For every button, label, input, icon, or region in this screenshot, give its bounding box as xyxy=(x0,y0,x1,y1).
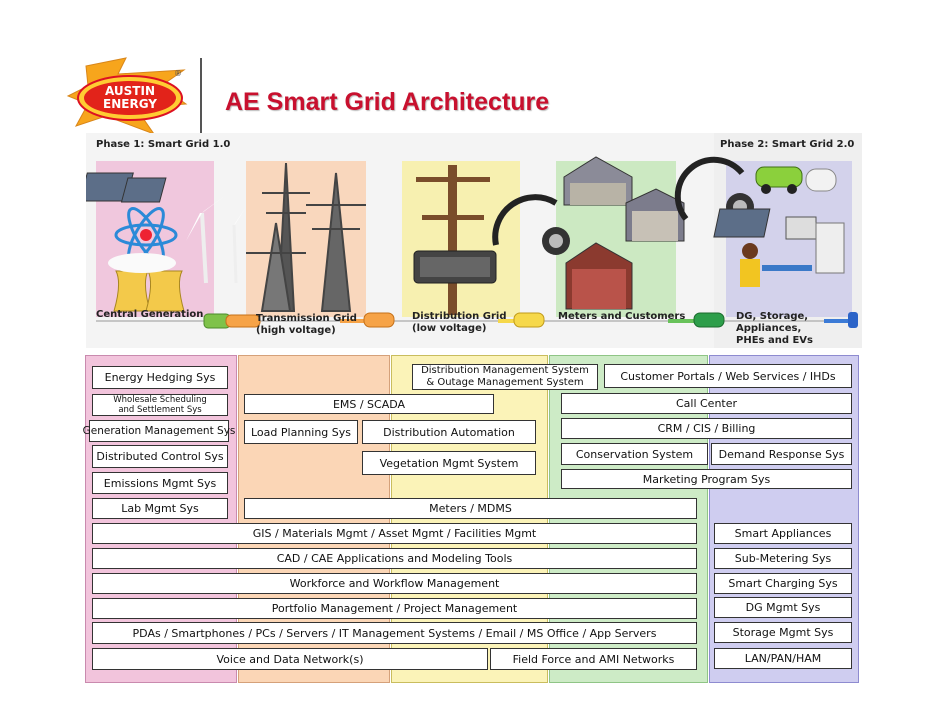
title-part-1: AE Smart Grid xyxy=(225,88,402,116)
dg-storage-label: DG, Storage, Appliances, PHEs and EVs xyxy=(736,311,813,347)
distribution-label-line1: Distribution Grid xyxy=(412,311,507,322)
wind-turbine-icon xyxy=(186,195,246,284)
energy-hedging-box: Energy Hedging Sys xyxy=(92,366,228,389)
call-center-box: Call Center xyxy=(561,393,852,414)
customer-portals-box: Customer Portals / Web Services / IHDs xyxy=(604,364,852,388)
logo-text-energy: ENERGY xyxy=(103,97,157,111)
dms-oms-box: Distribution Management System& Outage M… xyxy=(412,364,598,390)
distribution-label-line2: (low voltage) xyxy=(412,323,487,334)
gis-materials-box: GIS / Materials Mgmt / Asset Mgmt / Faci… xyxy=(92,523,697,544)
logo-text-austin: AUSTIN xyxy=(105,84,155,98)
logo-registered-mark: ® xyxy=(174,69,182,78)
cooling-tower-icon xyxy=(108,253,185,312)
crm-cis-billing-box: CRM / CIS / Billing xyxy=(561,418,852,439)
electric-vehicle-icon xyxy=(755,166,837,194)
dms-line1: Distribution Management System xyxy=(421,365,589,376)
field-force-ami-box: Field Force and AMI Networks xyxy=(490,648,697,670)
distribution-grid-label: Distribution Grid (low voltage) xyxy=(412,311,507,335)
header-divider xyxy=(200,58,202,136)
portfolio-mgmt-box: Portfolio Management / Project Managemen… xyxy=(92,598,697,619)
smart-appliances-box: Smart Appliances xyxy=(714,523,852,544)
atom-icon xyxy=(114,207,178,263)
wholesale-line1: Wholesale Scheduling xyxy=(113,395,207,405)
marketing-program-box: Marketing Program Sys xyxy=(561,469,852,489)
dg-label-line2: Appliances, xyxy=(736,323,802,334)
austin-energy-logo: AUSTIN ENERGY ® xyxy=(66,56,196,140)
page-title: AE Smart Grid Architecture xyxy=(225,88,549,117)
meters-customers-label: Meters and Customers xyxy=(558,311,686,322)
meters-mdms-box: Meters / MDMS xyxy=(244,498,697,519)
storage-mgmt-box: Storage Mgmt Sys xyxy=(714,622,852,643)
dms-line2: & Outage Management System xyxy=(426,377,584,388)
dg-mgmt-box: DG Mgmt Sys xyxy=(714,597,852,618)
dg-label-line3: PHEs and EVs xyxy=(736,335,813,346)
demand-response-box: Demand Response Sys xyxy=(711,443,852,465)
emissions-box: Emissions Mgmt Sys xyxy=(92,472,228,494)
central-generation-label: Central Generation xyxy=(96,309,204,320)
smart-meter-icon xyxy=(492,194,570,255)
smart-grid-illustration: Phase 1: Smart Grid 1.0 Phase 2: Smart G… xyxy=(79,133,862,348)
conservation-box: Conservation System xyxy=(561,443,708,465)
phase1-label: Phase 1: Smart Grid 1.0 xyxy=(96,139,231,150)
cad-cae-box: CAD / CAE Applications and Modeling Tool… xyxy=(92,548,697,569)
solar-panel-icon xyxy=(79,172,167,203)
transmission-tower-icon xyxy=(246,162,366,312)
pdas-it-box: PDAs / Smartphones / PCs / Servers / IT … xyxy=(92,622,697,644)
sub-metering-box: Sub-Metering Sys xyxy=(714,548,852,569)
person-at-computer-icon xyxy=(713,208,845,287)
workforce-box: Workforce and Workflow Management xyxy=(92,573,697,594)
load-planning-box: Load Planning Sys xyxy=(244,420,358,444)
title-part-2: Architecture xyxy=(401,88,550,116)
utility-pole-icon xyxy=(413,165,497,315)
voice-data-network-box: Voice and Data Network(s) xyxy=(92,648,488,670)
generation-mgmt-box: Generation Management Sys xyxy=(83,420,235,442)
transmission-label-line1: Transmission Grid xyxy=(256,313,357,324)
smart-charging-box: Smart Charging Sys xyxy=(714,573,852,594)
transmission-label-line2: (high voltage) xyxy=(256,325,336,336)
dg-label-line1: DG, Storage, xyxy=(736,311,809,322)
house-icon xyxy=(563,156,685,310)
transmission-grid-label: Transmission Grid (high voltage) xyxy=(256,313,357,337)
lan-pan-ham-box: LAN/PAN/HAM xyxy=(714,648,852,669)
vegetation-mgmt-box: Vegetation Mgmt System xyxy=(362,451,536,475)
lab-mgmt-box: Lab Mgmt Sys xyxy=(92,498,228,519)
phase2-label: Phase 2: Smart Grid 2.0 xyxy=(720,139,855,150)
distribution-automation-box: Distribution Automation xyxy=(362,420,536,444)
ems-scada-box: EMS / SCADA xyxy=(244,394,494,414)
distributed-control-box: Distributed Control Sys xyxy=(92,445,228,468)
wholesale-line2: and Settlement Sys xyxy=(118,405,202,415)
